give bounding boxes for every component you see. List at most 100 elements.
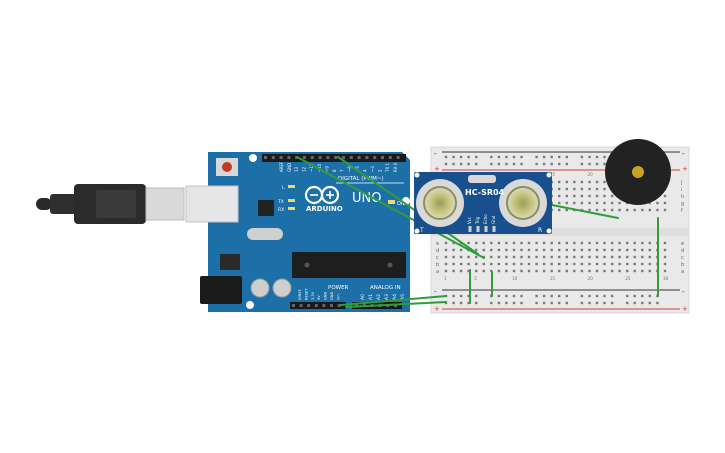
- terminal-hole[interactable]: [527, 241, 531, 245]
- terminal-hole[interactable]: [641, 248, 644, 252]
- terminal-hole[interactable]: [573, 180, 576, 184]
- power-pin-hole[interactable]: [299, 304, 303, 307]
- terminal-hole[interactable]: [610, 208, 614, 212]
- terminal-hole[interactable]: [595, 262, 599, 266]
- terminal-hole[interactable]: [573, 262, 576, 266]
- terminal-hole[interactable]: [573, 201, 576, 205]
- terminal-hole[interactable]: [565, 201, 568, 205]
- rail-hole[interactable]: [535, 162, 538, 166]
- rail-hole[interactable]: [641, 294, 644, 298]
- rail-hole[interactable]: [475, 294, 478, 298]
- sensor-pin[interactable]: [484, 226, 488, 232]
- rail-hole[interactable]: [580, 162, 584, 166]
- terminal-hole[interactable]: [588, 248, 591, 252]
- terminal-hole[interactable]: [648, 262, 651, 266]
- rail-hole[interactable]: [512, 301, 516, 305]
- terminal-hole[interactable]: [505, 241, 508, 245]
- digital-header[interactable]: [262, 154, 406, 162]
- rail-hole[interactable]: [542, 294, 546, 298]
- rail-hole[interactable]: [595, 294, 599, 298]
- digital-pin-hole[interactable]: [342, 156, 345, 159]
- rail-hole[interactable]: [610, 301, 614, 305]
- rail-hole[interactable]: [520, 294, 523, 298]
- terminal-hole[interactable]: [580, 248, 584, 252]
- rail-hole[interactable]: [565, 294, 568, 298]
- terminal-hole[interactable]: [482, 241, 485, 245]
- terminal-hole[interactable]: [663, 248, 667, 252]
- power-header[interactable]: [290, 302, 346, 309]
- terminal-hole[interactable]: [505, 262, 508, 266]
- wires[interactable]: [296, 156, 659, 308]
- terminal-hole[interactable]: [573, 269, 576, 273]
- terminal-hole[interactable]: [497, 255, 501, 259]
- terminal-hole[interactable]: [452, 255, 455, 259]
- rail-hole[interactable]: [452, 162, 455, 166]
- rail-hole[interactable]: [542, 162, 546, 166]
- terminal-hole[interactable]: [663, 255, 667, 259]
- rail-hole[interactable]: [558, 162, 561, 166]
- terminal-hole[interactable]: [452, 262, 455, 266]
- rail-hole[interactable]: [603, 155, 606, 159]
- terminal-hole[interactable]: [512, 262, 516, 266]
- terminal-hole[interactable]: [558, 201, 561, 205]
- rail-hole[interactable]: [459, 294, 463, 298]
- terminal-hole[interactable]: [558, 248, 561, 252]
- terminal-hole[interactable]: [626, 262, 629, 266]
- terminal-hole[interactable]: [475, 241, 478, 245]
- terminal-hole[interactable]: [603, 208, 606, 212]
- terminal-hole[interactable]: [558, 194, 561, 198]
- power-pin-hole[interactable]: [292, 304, 295, 307]
- arduino-uno-board[interactable]: ARDUINO UNO DIGITAL (PWM~) POWER ANALOG …: [185, 152, 410, 312]
- rail-hole[interactable]: [512, 162, 516, 166]
- terminal-hole[interactable]: [482, 262, 485, 266]
- rail-hole[interactable]: [595, 162, 599, 166]
- rail-hole[interactable]: [512, 294, 516, 298]
- terminal-hole[interactable]: [588, 187, 591, 191]
- rail-hole[interactable]: [505, 162, 508, 166]
- sensor-pin[interactable]: [476, 226, 480, 232]
- rail-hole[interactable]: [452, 301, 455, 305]
- terminal-hole[interactable]: [641, 262, 644, 266]
- digital-pin-hole[interactable]: [381, 156, 384, 159]
- terminal-hole[interactable]: [535, 255, 538, 259]
- wire-gnd[interactable]: [345, 301, 447, 308]
- terminal-hole[interactable]: [467, 269, 470, 273]
- rail-hole[interactable]: [520, 155, 523, 159]
- terminal-hole[interactable]: [573, 255, 576, 259]
- power-pin-hole[interactable]: [307, 304, 311, 307]
- terminal-hole[interactable]: [565, 241, 568, 245]
- terminal-hole[interactable]: [512, 241, 516, 245]
- rail-hole[interactable]: [633, 301, 636, 305]
- terminal-hole[interactable]: [633, 269, 636, 273]
- terminal-hole[interactable]: [558, 255, 561, 259]
- digital-pin-hole[interactable]: [326, 156, 330, 159]
- terminal-hole[interactable]: [648, 208, 651, 212]
- rail-hole[interactable]: [558, 155, 561, 159]
- usb-cable[interactable]: [36, 184, 185, 224]
- rail-hole[interactable]: [475, 162, 478, 166]
- rail-hole[interactable]: [520, 301, 523, 305]
- terminal-hole[interactable]: [618, 241, 621, 245]
- rail-hole[interactable]: [580, 155, 584, 159]
- terminal-hole[interactable]: [663, 208, 667, 212]
- terminal-hole[interactable]: [444, 262, 448, 266]
- terminal-hole[interactable]: [610, 269, 614, 273]
- terminal-hole[interactable]: [505, 255, 508, 259]
- rail-hole[interactable]: [626, 294, 629, 298]
- terminal-hole[interactable]: [475, 262, 478, 266]
- terminal-hole[interactable]: [475, 269, 478, 273]
- terminal-hole[interactable]: [663, 241, 667, 245]
- rail-hole[interactable]: [648, 301, 651, 305]
- digital-pin-hole[interactable]: [287, 156, 291, 159]
- terminal-hole[interactable]: [610, 262, 614, 266]
- terminal-hole[interactable]: [648, 201, 651, 205]
- digital-pin-hole[interactable]: [388, 156, 392, 159]
- terminal-hole[interactable]: [626, 255, 629, 259]
- rail-hole[interactable]: [550, 162, 553, 166]
- rail-hole[interactable]: [580, 301, 584, 305]
- rail-hole[interactable]: [588, 294, 591, 298]
- terminal-hole[interactable]: [573, 187, 576, 191]
- rail-hole[interactable]: [588, 162, 591, 166]
- terminal-hole[interactable]: [580, 255, 584, 259]
- rail-hole[interactable]: [459, 301, 463, 305]
